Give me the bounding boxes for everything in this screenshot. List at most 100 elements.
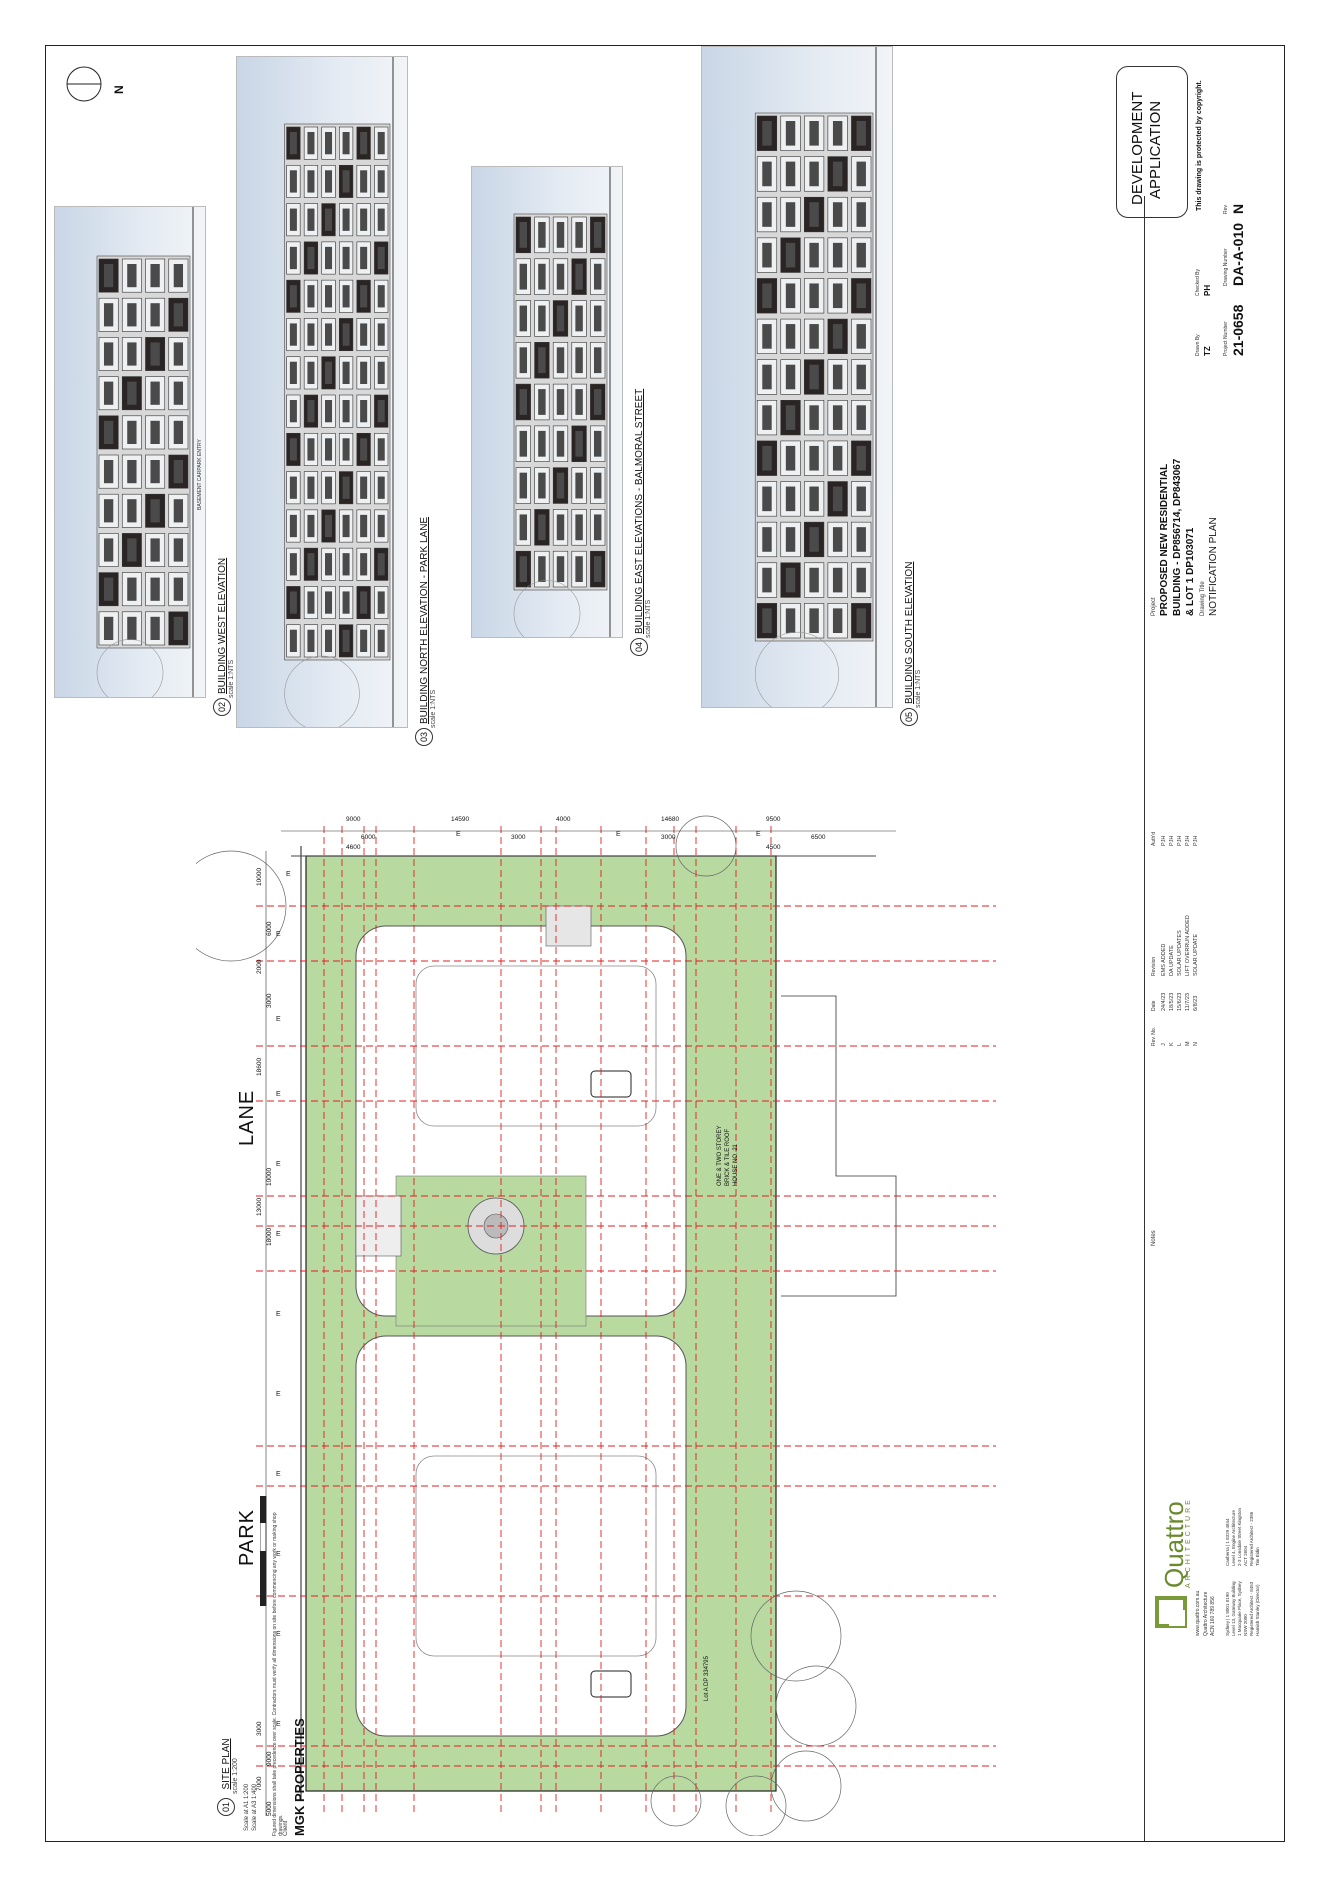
elevation-drawing bbox=[513, 167, 611, 637]
da-stamp-line2: APPLICATION bbox=[1147, 100, 1164, 199]
courtyard-feature-inner bbox=[483, 1213, 509, 1239]
dimension-left-7: 10000 bbox=[266, 1167, 273, 1186]
dimension-left-6: 13000 bbox=[256, 1197, 263, 1216]
firm-logo: Quattro ARCHITECTURE bbox=[1151, 1476, 1192, 1636]
dimension-left-3: 3000 bbox=[266, 993, 273, 1008]
dimension-left-0: 10000 bbox=[256, 867, 263, 886]
elevation-drawing bbox=[754, 47, 877, 707]
dimension-left-4: 18600 bbox=[256, 1057, 263, 1076]
office-line-6: Canberra | 1 8329 4844 bbox=[1225, 1518, 1230, 1566]
site-plan-number: 01 bbox=[217, 1798, 235, 1816]
tree-3 bbox=[775, 1665, 857, 1747]
dimension-top-0: 9000 bbox=[346, 816, 361, 823]
neighbour-label: ONE & TWO STOREY BRICK & TILE ROOF HOUSE… bbox=[717, 1125, 739, 1186]
elevation-title: BUILDING NORTH ELEVATION - PARK LANE bbox=[419, 516, 430, 724]
revision-cell: PJH bbox=[1161, 835, 1167, 846]
dimension-left-1: 6000 bbox=[266, 921, 273, 936]
electrical-marker-14: E bbox=[756, 831, 761, 838]
elevation-panel-04 bbox=[471, 166, 623, 638]
elevation-scale: scale 1:NTS bbox=[915, 669, 922, 708]
office-line-5: Hamish Stanley (Director) bbox=[1255, 1584, 1260, 1636]
dimension-left-5: 18000 bbox=[266, 1227, 273, 1246]
site-plan-scale: scale 1:200 bbox=[232, 1758, 239, 1794]
dimension-top-1: 14590 bbox=[451, 816, 470, 823]
electrical-marker-5: E bbox=[276, 1311, 281, 1318]
north-arrow-icon bbox=[66, 66, 102, 102]
north-label: N bbox=[112, 85, 126, 94]
dimension-top3-1: 4500 bbox=[766, 844, 781, 851]
rev-value: N bbox=[1230, 203, 1246, 214]
project-number: 21-0658 bbox=[1230, 304, 1246, 356]
elevation-scale: scale 1:NTS bbox=[645, 599, 652, 638]
revision-cell: 18/5/23 bbox=[1169, 992, 1175, 1011]
client-label: Client bbox=[283, 1820, 289, 1836]
drawing-title-label: Drawing Title bbox=[1200, 581, 1206, 616]
entry-stair bbox=[545, 905, 592, 947]
dimension-top2-2: 3000 bbox=[661, 834, 676, 841]
elevation-number: 03 bbox=[415, 728, 433, 746]
elevation-number: 04 bbox=[630, 638, 648, 656]
electrical-marker-11: E bbox=[286, 871, 291, 878]
elevation-scale: scale 1:NTS bbox=[430, 689, 437, 728]
elevation-note: BASEMENT CARPARK ENTRY bbox=[196, 438, 203, 510]
revision-cell: DA UPDATE bbox=[1169, 945, 1175, 976]
scale-bar bbox=[259, 1495, 268, 1607]
elevation-drawing bbox=[96, 207, 194, 697]
street-label-lane: LANE bbox=[236, 1089, 258, 1146]
dimension-top2-0: 6000 bbox=[361, 834, 376, 841]
site-plan-title: SITE PLAN bbox=[221, 1738, 232, 1790]
quattro-logo-icon bbox=[1155, 1596, 1187, 1628]
electrical-marker-12: E bbox=[456, 831, 461, 838]
electrical-marker-9: E bbox=[276, 1631, 281, 1638]
revision-header-3: Auth'd bbox=[1151, 831, 1157, 846]
revision-header-1: Date bbox=[1151, 1000, 1157, 1011]
revision-cell: 15/6/23 bbox=[1177, 992, 1183, 1011]
revision-cell: EMS ADDED bbox=[1161, 943, 1167, 976]
project-line-2: & LOT 1 DP103071 bbox=[1185, 527, 1196, 616]
firm-contact-0: Quattro Architecture bbox=[1203, 1591, 1209, 1636]
office-line-9: ACT 2604 bbox=[1243, 1545, 1248, 1566]
street-label-park: PARK bbox=[236, 1509, 258, 1566]
electrical-marker-4: E bbox=[276, 1231, 281, 1238]
elevation-title: BUILDING WEST ELEVATION bbox=[217, 557, 228, 694]
elevation-drawing bbox=[284, 57, 394, 727]
elevation-scale: scale 1:NTS bbox=[228, 659, 235, 698]
office-line-8: 2-3 Lonsdale Street Kingston bbox=[1237, 1507, 1242, 1566]
elevation-panel-03 bbox=[236, 56, 408, 728]
revision-cell: PJH bbox=[1177, 835, 1183, 846]
electrical-marker-2: E bbox=[276, 1091, 281, 1098]
scale-a1: Scale at A1 1:200 bbox=[244, 1783, 250, 1831]
lot-label: Lot A DP 334795 bbox=[704, 1656, 710, 1701]
da-stamp-line1: DEVELOPMENT bbox=[1129, 91, 1146, 205]
electrical-marker-3: E bbox=[276, 1161, 281, 1168]
dimension-top-3: 14680 bbox=[661, 816, 680, 823]
revision-cell: 24/4/23 bbox=[1161, 992, 1167, 1011]
dimension-left-2: 2000 bbox=[256, 959, 263, 974]
electrical-marker-10: E bbox=[276, 1721, 281, 1728]
revision-cell: K bbox=[1169, 1042, 1175, 1046]
project-number-label: Project Number bbox=[1223, 321, 1229, 356]
electrical-marker-8: E bbox=[276, 1551, 281, 1558]
firm-web: www.quattro.com.au bbox=[1195, 1590, 1201, 1636]
office-line-10: Registered Architect - 2386 bbox=[1249, 1511, 1254, 1566]
revision-cell: L bbox=[1177, 1042, 1183, 1046]
project-label: Project bbox=[1151, 597, 1157, 616]
office-line-2: 1 Macquarie Place, Sydney bbox=[1237, 1581, 1242, 1636]
revision-cell: PJH bbox=[1193, 835, 1199, 846]
tree-1 bbox=[675, 815, 737, 877]
project-line-1: BUILDING - DP856714, DP843067 bbox=[1172, 458, 1183, 616]
dimension-top-2: 4000 bbox=[556, 816, 571, 823]
revision-header-0: Rev. No. bbox=[1151, 1026, 1157, 1046]
neighbour-house bbox=[781, 995, 897, 1297]
scale-a3: Scale at A3 1:400 bbox=[252, 1783, 258, 1831]
elevation-title: BUILDING EAST ELEVATIONS - BALMORAL STRE… bbox=[634, 388, 645, 634]
tree-2 bbox=[750, 1590, 842, 1682]
revision-cell: PJH bbox=[1169, 835, 1175, 846]
dimension-top2-1: 3000 bbox=[511, 834, 526, 841]
drawing-number-label: Drawing Number bbox=[1223, 248, 1229, 286]
office-line-4: Registered Architect - 8453 bbox=[1249, 1581, 1254, 1636]
drawn-by-label: Drawn By bbox=[1195, 334, 1201, 356]
tree-4 bbox=[770, 1750, 842, 1822]
